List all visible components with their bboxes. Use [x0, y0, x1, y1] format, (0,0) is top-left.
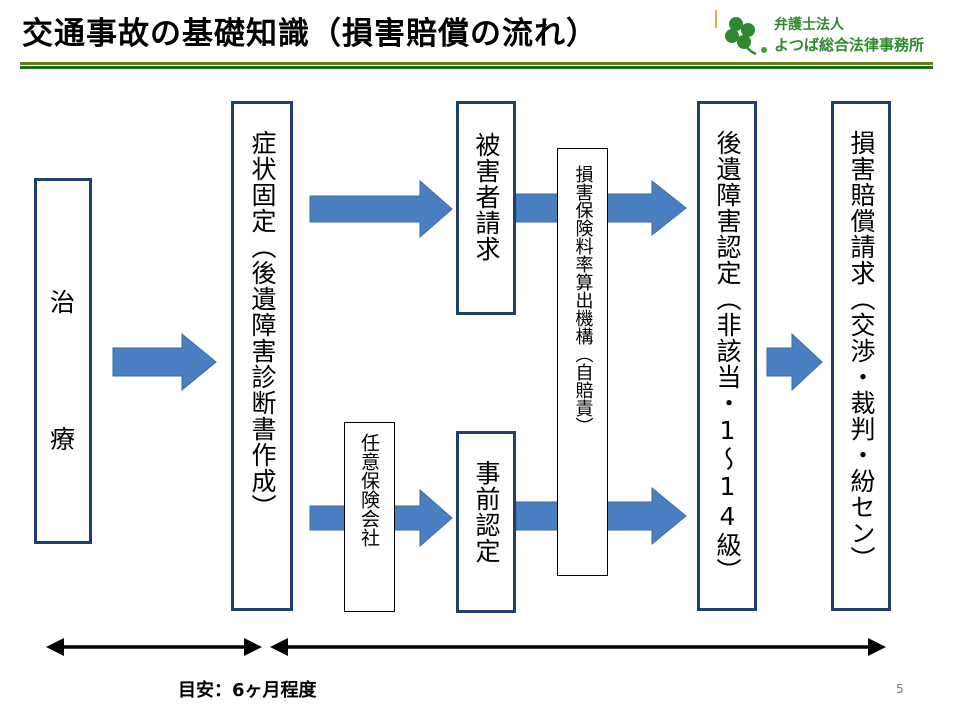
- arrow-certification-to-claim: [766, 332, 823, 392]
- victim-claim-box: 被害者請求: [456, 101, 516, 315]
- treatment-label-1: 治: [50, 288, 76, 317]
- insurance-company-label: 任意保険会社: [358, 433, 380, 547]
- damages-claim-box: 損害賠償請求（交渉・裁判・紛セン）: [831, 101, 891, 611]
- symptom-fixation-label: 症状固定（後遺障害診断書作成）: [248, 130, 277, 520]
- victim-claim-label: 被害者請求: [472, 132, 501, 262]
- clover-icon: [715, 10, 767, 56]
- damages-claim-label: 損害賠償請求（交渉・裁判・紛セン）: [847, 130, 876, 572]
- rating-organization-box: 損害保険料率算出機構（自賠責）: [557, 148, 608, 576]
- logo-line-2: よつば総合法律事務所: [774, 36, 925, 54]
- page-number: 5: [896, 682, 904, 696]
- rating-organization-label: 損害保険料率算出機構（自賠責）: [572, 165, 594, 435]
- treatment-label-2: 療: [50, 425, 76, 454]
- title-rule-green: [20, 66, 933, 69]
- insurance-company-box: 任意保険会社: [344, 422, 395, 612]
- arrow-fixation-to-victim-claim: [309, 179, 453, 239]
- title-rule-olive: [20, 62, 933, 65]
- prior-certification-box: 事前認定: [456, 431, 516, 613]
- prior-certification-label: 事前認定: [472, 460, 501, 564]
- logo-line-1: 弁護士法人: [774, 17, 844, 33]
- disability-certification-box: 後遺障害認定（非該当・1〜14級）: [697, 101, 757, 611]
- firm-logo: 弁護士法人 よつば総合法律事務所: [712, 6, 952, 58]
- page-title: 交通事故の基礎知識（損害賠償の流れ）: [22, 16, 598, 52]
- timeline-caption: 目安：6ヶ月程度: [178, 680, 317, 701]
- treatment-box: [34, 178, 92, 544]
- arrow-treatment-to-fixation: [112, 332, 217, 392]
- symptom-fixation-box: 症状固定（後遺障害診断書作成）: [231, 101, 293, 611]
- disability-certification-label: 後遺障害認定（非該当・1〜14級）: [713, 130, 742, 584]
